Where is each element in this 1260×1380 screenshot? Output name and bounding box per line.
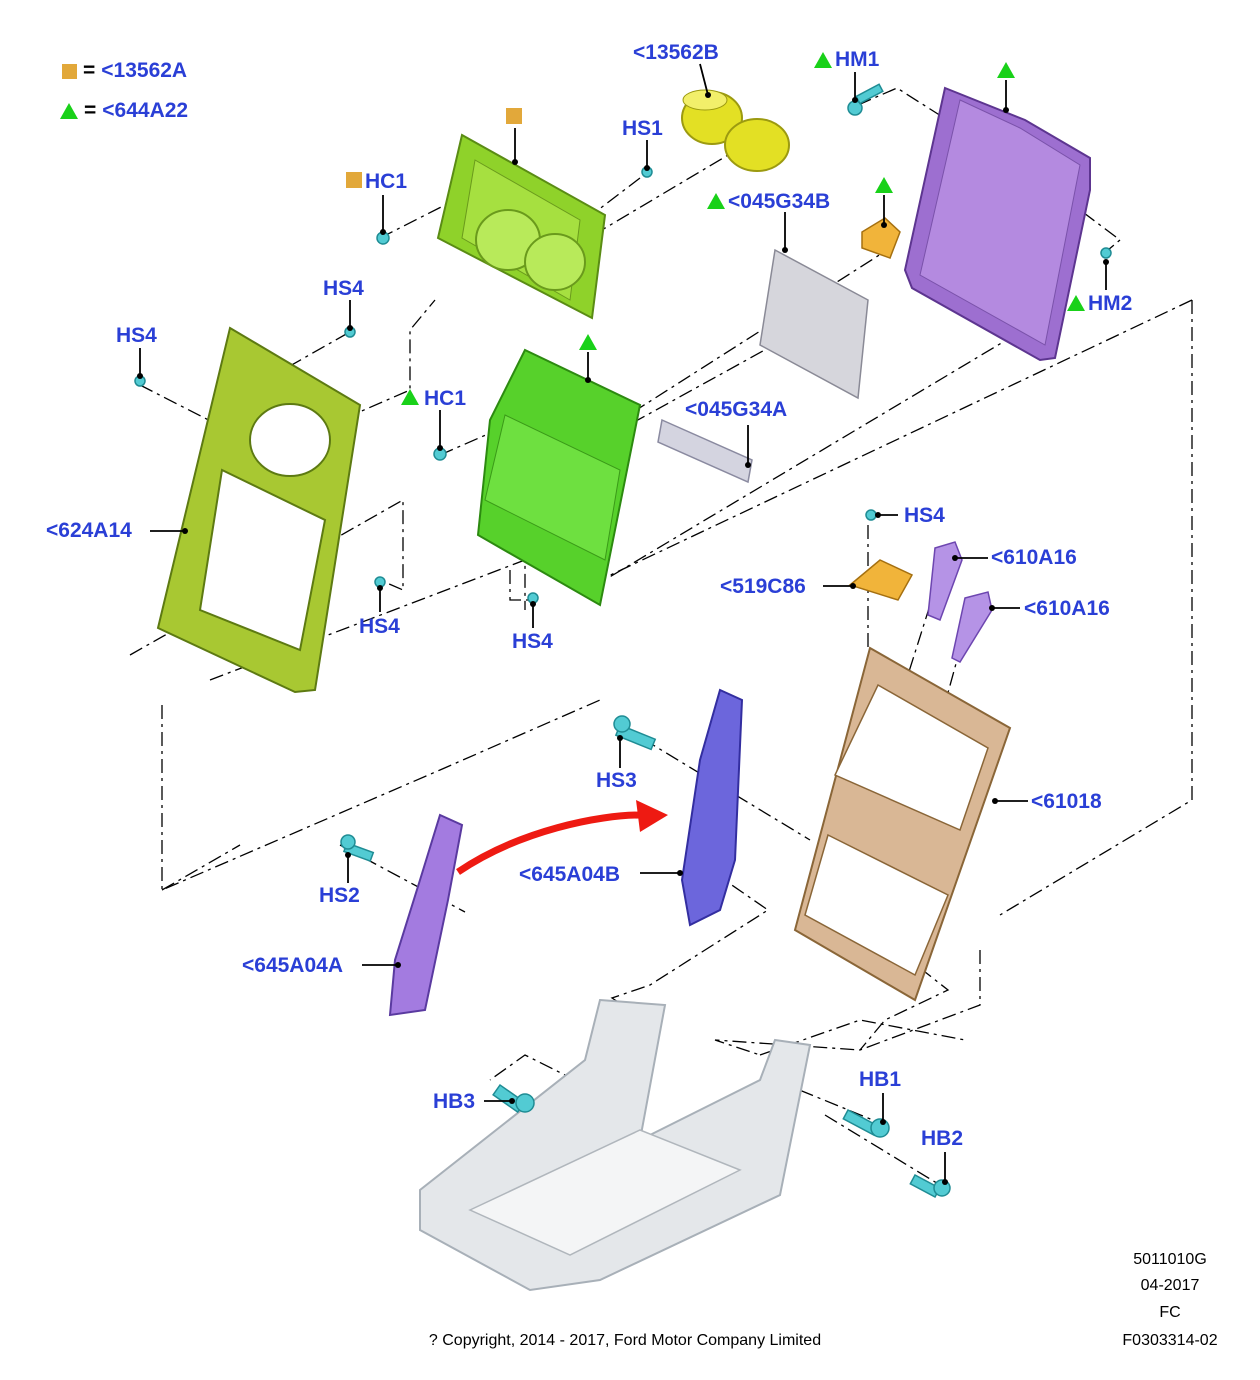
callout-hc1-mid: HC1 <box>424 387 467 410</box>
callout-hs1: HS1 <box>622 117 663 140</box>
callout-519c86: <519C86 <box>720 575 806 598</box>
callout-hb2: HB2 <box>921 1127 964 1150</box>
callout-hs2: HS2 <box>319 884 360 907</box>
retainer-clip <box>848 559 914 601</box>
callout-610a16-b: <610A16 <box>1024 597 1110 620</box>
pivot-pins <box>927 541 993 663</box>
part-markers <box>346 52 1085 405</box>
console-mat-lower <box>657 418 753 484</box>
callout-hc1-top: HC1 <box>365 170 408 193</box>
leader-lines <box>139 63 1107 1182</box>
hinge-left <box>388 813 464 1017</box>
doc-code: 5011010G <box>1133 1251 1207 1268</box>
rotation-arrow <box>456 800 668 875</box>
legend-row-square: = <13562A <box>62 59 187 83</box>
legend-equals: = <box>83 59 96 82</box>
copyright-notice: ? Copyright, 2014 - 2017, Ford Motor Com… <box>428 1332 822 1349</box>
callout-hs4-e: HS4 <box>904 504 945 527</box>
callout-610a16-a: <610A16 <box>991 546 1077 569</box>
callout-hs4-b: HS4 <box>116 324 157 347</box>
callout-624a14: <624A14 <box>46 519 132 542</box>
callout-hs3: HS3 <box>596 769 637 792</box>
cup-holder-insert <box>681 89 790 172</box>
console-mat-upper <box>759 248 869 400</box>
console-door <box>903 86 1091 362</box>
legend-equals: = <box>84 99 97 122</box>
callout-hs4-c: HS4 <box>359 615 400 638</box>
doc-region: FC <box>1159 1304 1181 1321</box>
square-marker-icon <box>62 63 77 79</box>
callout-645a04a: <645A04A <box>242 954 343 977</box>
callout-hs4-a: HS4 <box>323 277 364 300</box>
callout-hm2: HM2 <box>1088 292 1133 315</box>
legend-row-triangle: = <644A22 <box>60 99 188 123</box>
callout-045g34b: <045G34B <box>728 190 831 213</box>
hinge-right <box>680 688 744 927</box>
upper-console-panel <box>436 133 607 320</box>
console-side-bracket <box>156 326 362 694</box>
callout-hm1: HM1 <box>835 48 880 71</box>
callout-645a04b: <645A04B <box>519 863 620 886</box>
fasteners <box>134 83 1112 1198</box>
legend-part: <644A22 <box>102 99 189 122</box>
callout-045g34a: <045G34A <box>685 398 788 421</box>
doc-date: 04-2017 <box>1140 1277 1200 1294</box>
console-base <box>419 998 812 1292</box>
callout-61018: <61018 <box>1031 790 1102 813</box>
callout-hb3: HB3 <box>433 1090 476 1113</box>
triangle-marker-icon <box>60 103 78 119</box>
legend-part: <13562A <box>101 59 188 82</box>
doc-figure-id: F0303314-02 <box>1122 1332 1218 1349</box>
callout-13562b: <13562B <box>633 41 719 64</box>
callout-hb1: HB1 <box>859 1068 902 1091</box>
door-latch-clip <box>861 217 901 259</box>
console-storage-bin <box>476 348 642 607</box>
console-frame <box>793 646 1012 1002</box>
callout-hs4-d: HS4 <box>512 630 553 653</box>
leader-dots <box>137 92 1109 1185</box>
